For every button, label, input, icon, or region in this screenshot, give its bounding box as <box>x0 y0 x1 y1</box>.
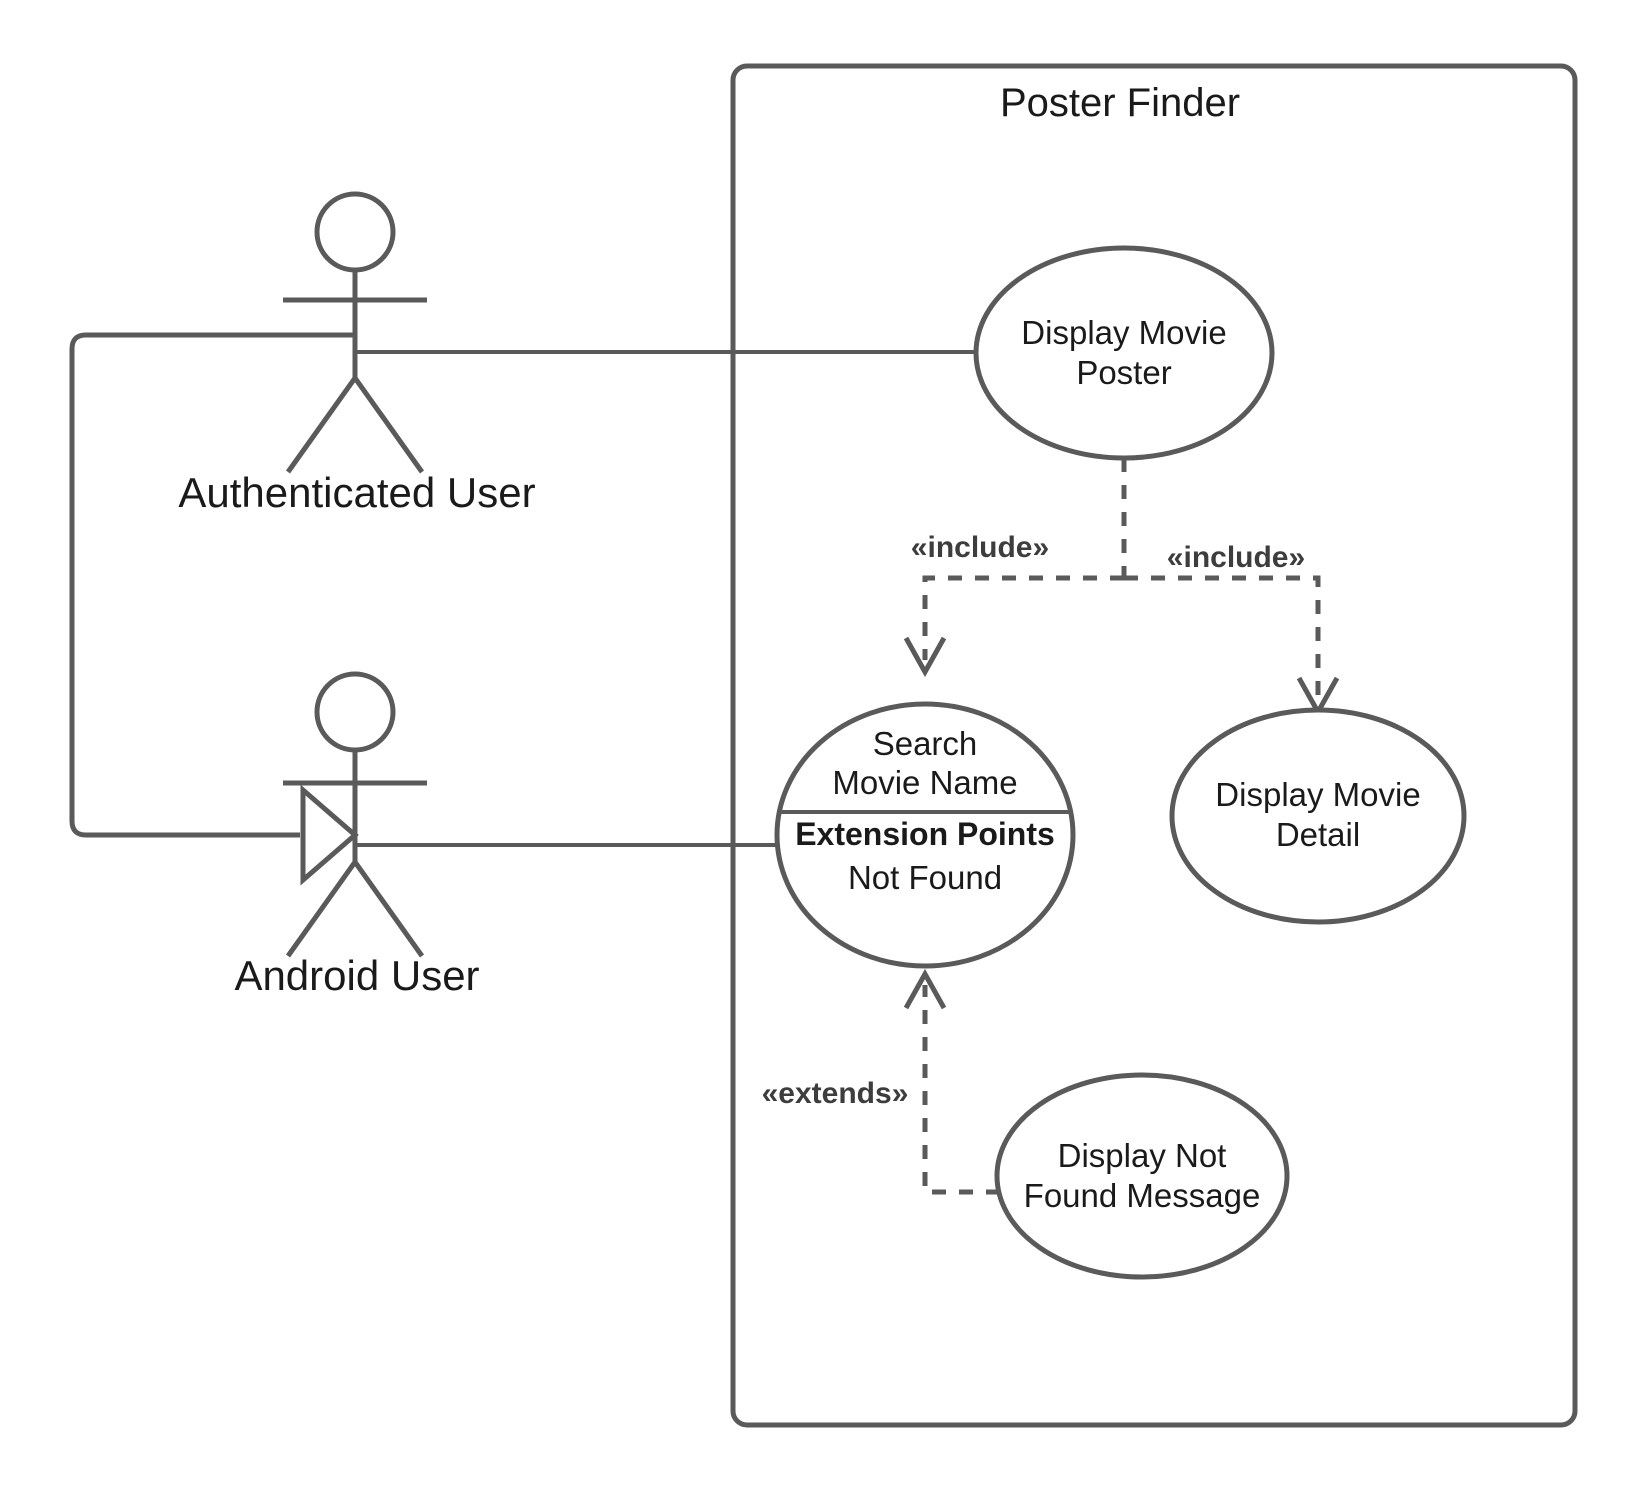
use-case-label-line2: Found Message <box>1024 1177 1261 1214</box>
use-case-label-line1: Display Movie <box>1021 314 1226 351</box>
actor-left-leg-icon <box>285 376 358 474</box>
include-branch-right-dashed <box>1124 575 1321 700</box>
extends-dashed-path <box>922 985 1000 1195</box>
include-branch-left-dashed <box>922 575 1124 660</box>
stereotype-include-detail: «include» <box>1167 541 1305 574</box>
include-arrowhead-search-icon <box>903 636 947 678</box>
actor-left-leg-icon <box>285 860 358 958</box>
use-case-label-line1: Display Not <box>1058 1137 1227 1174</box>
system-boundary-poster-finder <box>730 63 1578 1428</box>
use-case-label-line1: Search <box>873 725 978 762</box>
stereotype-include-search: «include» <box>911 531 1049 564</box>
extends-arrowhead-icon <box>903 968 947 1010</box>
use-case-ellipse <box>774 701 1076 969</box>
use-case-ellipse <box>994 1072 1290 1280</box>
stereotype-extends: «extends» <box>762 1077 909 1110</box>
generalization-arrowhead-icon <box>300 784 359 886</box>
use-case-label-line2: Detail <box>1276 816 1360 853</box>
actor-head-icon <box>314 191 396 273</box>
use-case-label-line2: Movie Name <box>832 764 1017 801</box>
use-case-label-line2: Poster <box>1076 354 1171 391</box>
actor-head-icon <box>314 671 396 753</box>
use-case-display-not-found-message[interactable]: Display Not Found Message <box>994 1072 1290 1280</box>
actor-right-leg-icon <box>352 860 425 958</box>
actor-right-leg-icon <box>352 376 425 474</box>
use-case-display-movie-detail[interactable]: Display Movie Detail <box>1169 707 1467 925</box>
use-case-label-line1: Display Movie <box>1215 776 1420 813</box>
use-case-display-movie-poster[interactable]: Display Movie Poster <box>973 245 1275 461</box>
actor-android-user[interactable]: Android User <box>234 671 480 999</box>
extension-point-item: Not Found <box>848 859 1002 896</box>
extension-points-header: Extension Points <box>795 816 1055 852</box>
use-case-ellipse <box>973 245 1275 461</box>
use-case-ellipse <box>1169 707 1467 925</box>
use-case-search-movie-name[interactable]: Search Movie Name Extension Points Not F… <box>774 701 1076 969</box>
boundary-title: Poster Finder <box>1000 81 1240 125</box>
generalization-route-path <box>69 332 353 838</box>
actor-label-authenticated-user: Authenticated User <box>178 469 535 516</box>
actor-authenticated-user[interactable]: Authenticated User <box>178 191 536 516</box>
actor-label-android-user: Android User <box>234 952 479 999</box>
